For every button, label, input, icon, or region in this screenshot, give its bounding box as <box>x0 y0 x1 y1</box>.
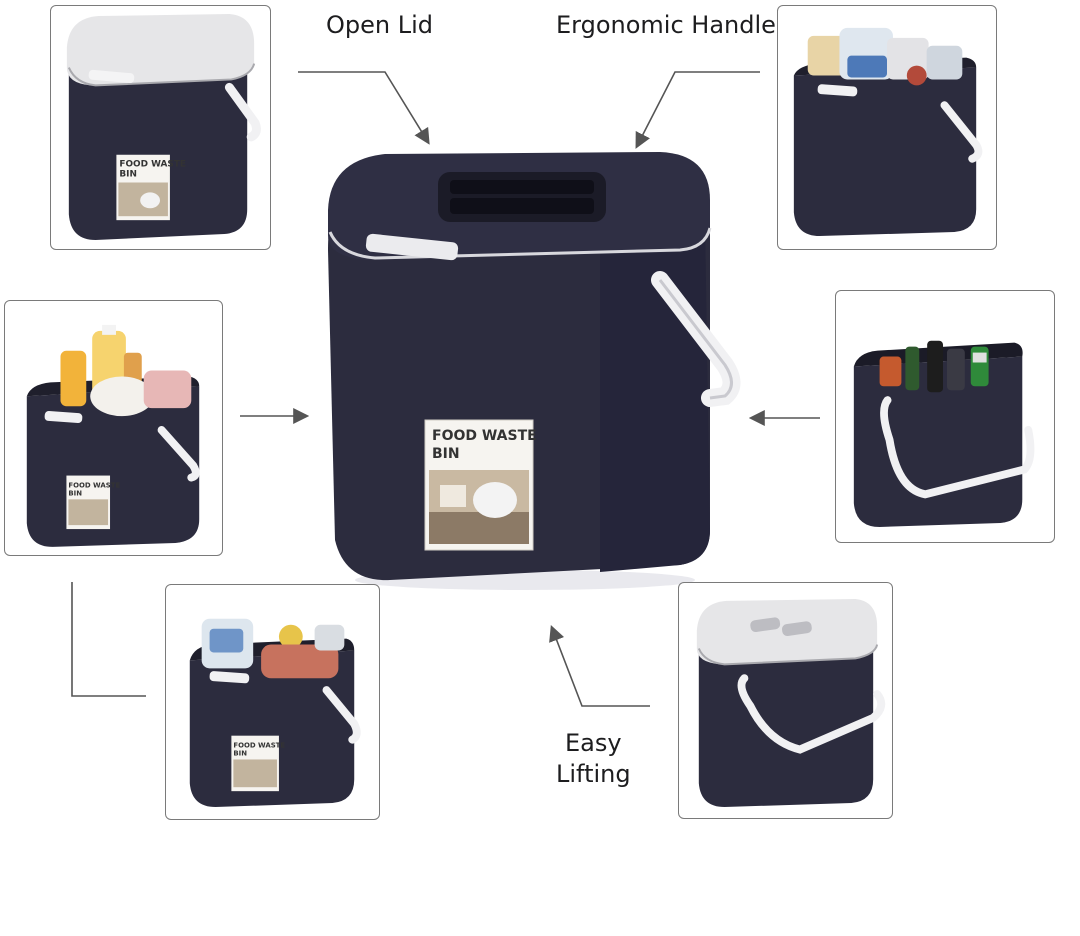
arrow-open-lid <box>298 71 430 145</box>
panel-top-left-label-line1: FOOD WASTE <box>119 160 186 170</box>
main-bin-image: FOOD WASTE BIN <box>328 152 741 590</box>
panel-mid-left-label-line2: BIN <box>68 489 82 497</box>
callout-easy-lifting-line2: Lifting <box>556 760 631 789</box>
main-bin-label-line2: BIN <box>432 446 460 462</box>
callout-easy-lifting: Easy Lifting <box>556 728 631 790</box>
main-bin-label-line1: FOOD WASTE <box>432 428 537 444</box>
connector-bottom-left <box>71 582 146 697</box>
panel-top-left-closed-bin: FOOD WASTE BIN <box>50 5 271 250</box>
panel-bottom-left-label-line1: FOOD WASTE <box>233 742 285 750</box>
panel-bottom-left-food-bin: FOOD WASTE BIN <box>165 584 380 820</box>
panel-mid-left-label-line1: FOOD WASTE <box>68 481 120 489</box>
callout-easy-lifting-line1: Easy <box>565 729 622 757</box>
panel-top-right-food-bin <box>777 5 997 250</box>
panel-top-left-label-line2: BIN <box>119 170 137 180</box>
callout-ergonomic-handle: Ergonomic Handle <box>556 11 776 39</box>
panel-bottom-right-closed-bin <box>678 582 893 819</box>
panel-mid-right-drinks-bin <box>835 290 1055 543</box>
arrow-easy-lifting <box>549 625 650 707</box>
arrow-ergonomic-handle <box>635 71 760 149</box>
panel-bottom-left-label-line2: BIN <box>233 749 247 757</box>
callout-open-lid: Open Lid <box>326 11 434 39</box>
panel-mid-left-bottles-bin: FOOD WASTE BIN <box>4 300 223 556</box>
